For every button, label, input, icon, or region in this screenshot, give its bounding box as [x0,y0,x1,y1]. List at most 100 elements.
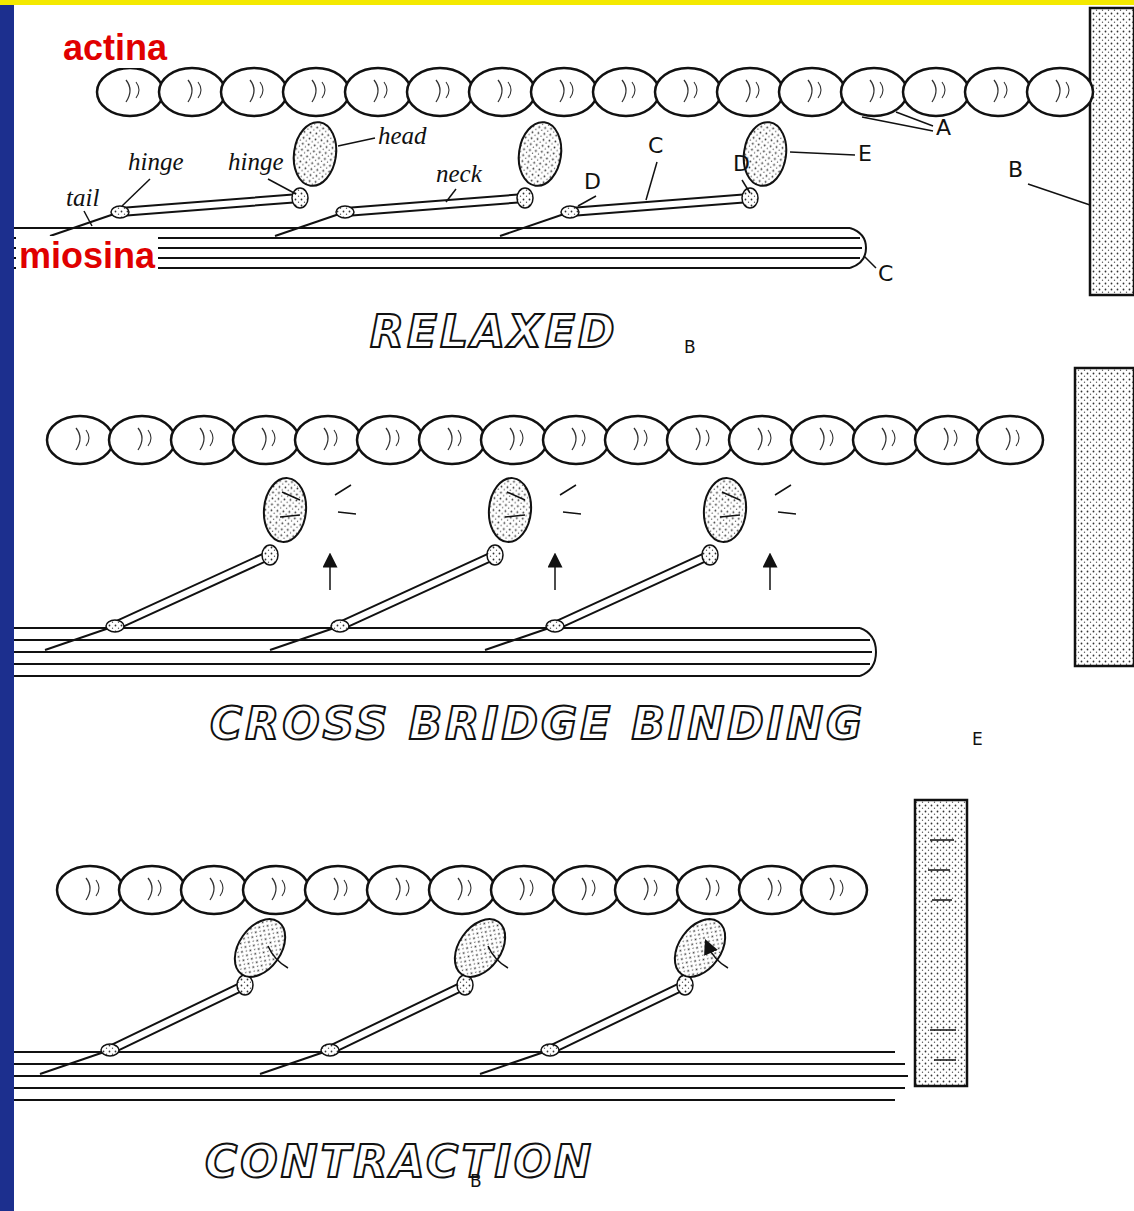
myosin-neck [553,551,711,629]
hinge [101,1044,119,1056]
bead-shading [520,878,524,900]
callout-letter: E [858,142,872,166]
bead-shading [384,82,387,98]
actin-bead [779,68,845,116]
hinge [321,1044,339,1056]
bead-shading [406,880,409,896]
bead-shading [1006,428,1010,450]
hinge [517,188,533,208]
actin-bead [491,866,557,914]
actin-bead [47,416,113,464]
bead-shading [200,428,204,450]
bead-shading [1016,430,1019,446]
bead-shading [374,80,378,102]
bead-shading [96,880,99,896]
actin-bead [977,416,1043,464]
myosin-filament [14,228,908,1100]
myosin-head [486,476,533,543]
z-disk [1075,368,1134,666]
drawing-part [14,639,870,641]
stage-title: CONTRACTION [205,1138,594,1186]
top-bar [0,0,1134,5]
actin-filament [97,68,1093,116]
actin-bead [531,68,597,116]
side-bar [0,0,14,1211]
bead-shading [706,430,709,446]
callout-letter: B [470,1172,482,1191]
drawing-part [14,1063,905,1065]
bead-shading [386,428,390,450]
actin-bead [469,68,535,116]
protein-name: actina [60,28,170,68]
drawing-part [14,227,850,229]
myosin-neck [108,981,246,1053]
bead-shading [654,880,657,896]
myosin-neck [570,194,751,216]
actin-bead [233,416,299,464]
actin-bead [345,68,411,116]
bead-shading [684,80,688,102]
drawing-part [1028,184,1090,205]
bead-shading [944,428,948,450]
actin-bead [221,68,287,116]
actin-bead [97,68,163,116]
actin-bead [615,866,681,914]
bead-shading [632,82,635,98]
actin-bead [543,416,609,464]
drawing-part [338,138,375,146]
motion-marks [268,485,956,1060]
stage-title: CROSS BRIDGE BINDING [210,700,865,748]
bead-shading [840,880,843,896]
bead-shading [758,428,762,450]
drawing-part [14,651,872,653]
drawing-part [790,152,855,155]
actin-bead [419,416,485,464]
actin-bead [841,68,907,116]
bead-shading [870,80,874,102]
hinge [457,975,473,995]
bead-shading [76,428,80,450]
drawing-part [268,946,728,968]
part-name: hinge [128,148,184,176]
drawing-part [280,485,356,517]
bead-shading [644,430,647,446]
bead-shading [86,430,89,446]
hinge [742,188,758,208]
actin-bead [605,416,671,464]
bead-shading [334,430,337,446]
bead-shading [396,430,399,446]
myosin-tail [480,1050,550,1074]
drawing-part [14,1099,895,1101]
drawing-part [14,627,860,629]
actin-bead [181,866,247,914]
bead-shading [808,80,812,102]
bead-shading [1066,82,1069,98]
bead-shading [148,430,151,446]
hinge [677,975,693,995]
actin-bead [853,416,919,464]
bead-shading [634,428,638,450]
actin-filament [57,866,867,914]
actin-bead [677,866,743,914]
myosin-tail [485,626,555,650]
bead-shading [582,430,585,446]
drawing-part [505,485,581,517]
myosin-neck [338,551,496,629]
actin-bead [171,416,237,464]
part-name: tail [66,184,99,212]
bead-shading [572,428,576,450]
actin-bead [1027,68,1093,116]
bead-shading [458,878,462,900]
bead-shading [220,880,223,896]
hinge [106,620,124,632]
drawing-part [14,663,870,665]
bead-shading [260,82,263,98]
callout-letter: B [684,338,696,357]
callout-letter: C [878,262,893,286]
drawing-part [769,560,771,590]
bead-shading [778,880,781,896]
actin-bead [119,866,185,914]
part-name: hinge [228,148,284,176]
drawing-part [122,179,150,206]
actin-bead [729,416,795,464]
